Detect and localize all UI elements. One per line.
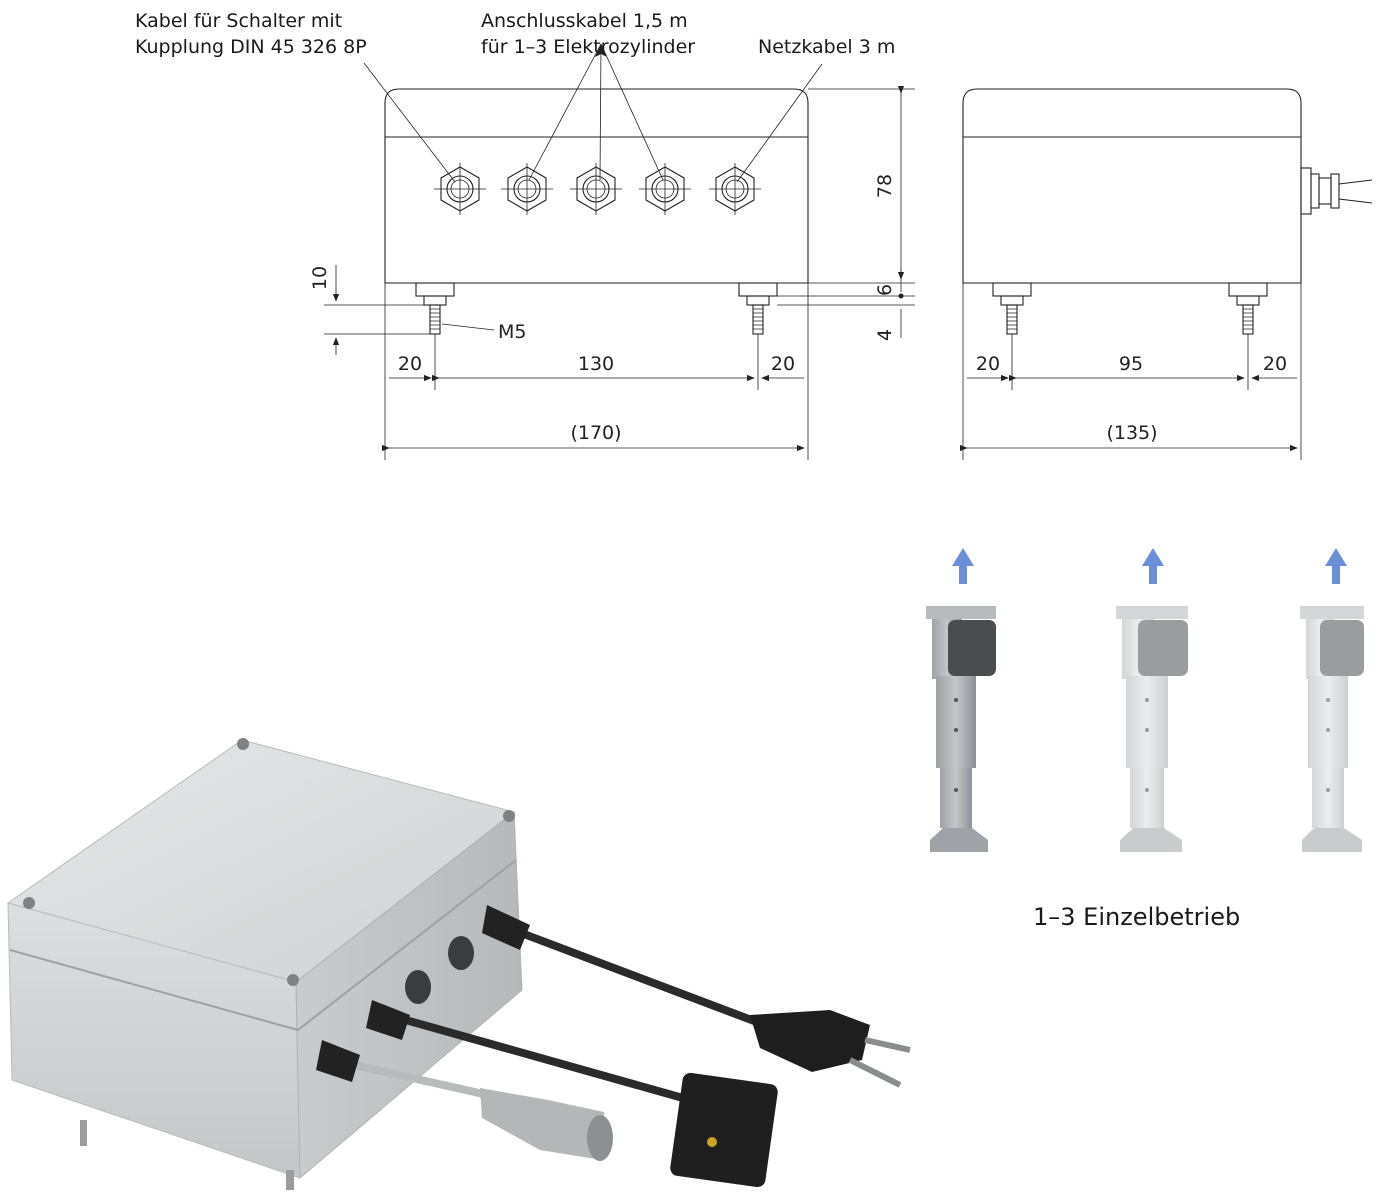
power-plug-icon [750,1010,870,1072]
operation-caption: 1–3 Einzelbetrieb [1033,903,1240,931]
control-box-illustration [6,738,911,1190]
dim-front-left-margin: 20 [398,353,422,375]
dim-side-left-margin: 20 [976,353,1000,375]
front-view: 78 6 4 10 M5 20 130 20 (170) [309,43,915,460]
dim-side-right-margin: 20 [1263,353,1287,375]
dim-front-right-margin: 20 [771,353,795,375]
din-coupling-icon [480,1088,604,1160]
dim-side-hole-spacing: 95 [1119,353,1143,375]
electric-cylinder-dark [926,548,996,852]
thread-label: M5 [498,321,526,343]
connection-cable-label-line1: Anschlusskabel 1,5 m [481,10,688,32]
dim-hole-spacing: 130 [578,353,614,375]
dim-foot-height: 6 [874,284,896,296]
leader-connection-1 [528,43,602,181]
leader-switch-cable [363,62,456,183]
cable-gland [638,162,692,216]
side-view: 20 95 20 (135) [959,88,1373,460]
left-foot [415,282,455,335]
side-left-foot [992,282,1032,335]
leader-connection-3 [600,43,664,181]
power-cable-label: Netzkabel 3 m [758,36,895,58]
electric-cylinder-light-2 [1300,548,1364,852]
cable-gland [708,162,762,216]
valve-connector-icon [670,1072,778,1188]
cable-gland [434,163,486,215]
dim-overall-width: (170) [570,422,621,444]
side-cable-gland [1300,167,1373,215]
front-view-outline [384,88,809,283]
leader-arrowhead [595,44,607,57]
dim-overall-depth: (135) [1106,422,1157,444]
switch-cable-label-line2: Kupplung DIN 45 326 8P [135,36,367,58]
leader-power-cable [736,63,823,183]
dim-stud-gap: 4 [874,329,896,341]
cable-gland [500,162,554,216]
connection-cable-label-line2: für 1–3 Elektrozylinder [481,36,695,58]
side-right-foot [1228,282,1268,335]
side-view-outline [962,88,1302,283]
up-arrow-icon [1142,548,1164,584]
switch-cable-label-line1: Kabel für Schalter mit [135,10,342,32]
up-arrow-icon [1325,548,1347,584]
leader-connection-2 [599,43,602,181]
cable-gland [569,162,623,216]
right-foot [738,282,778,335]
dim-stud-length: 10 [309,266,331,290]
dim-height: 78 [874,174,896,198]
electric-cylinder-light-1 [1116,548,1188,852]
up-arrow-icon [952,548,974,584]
